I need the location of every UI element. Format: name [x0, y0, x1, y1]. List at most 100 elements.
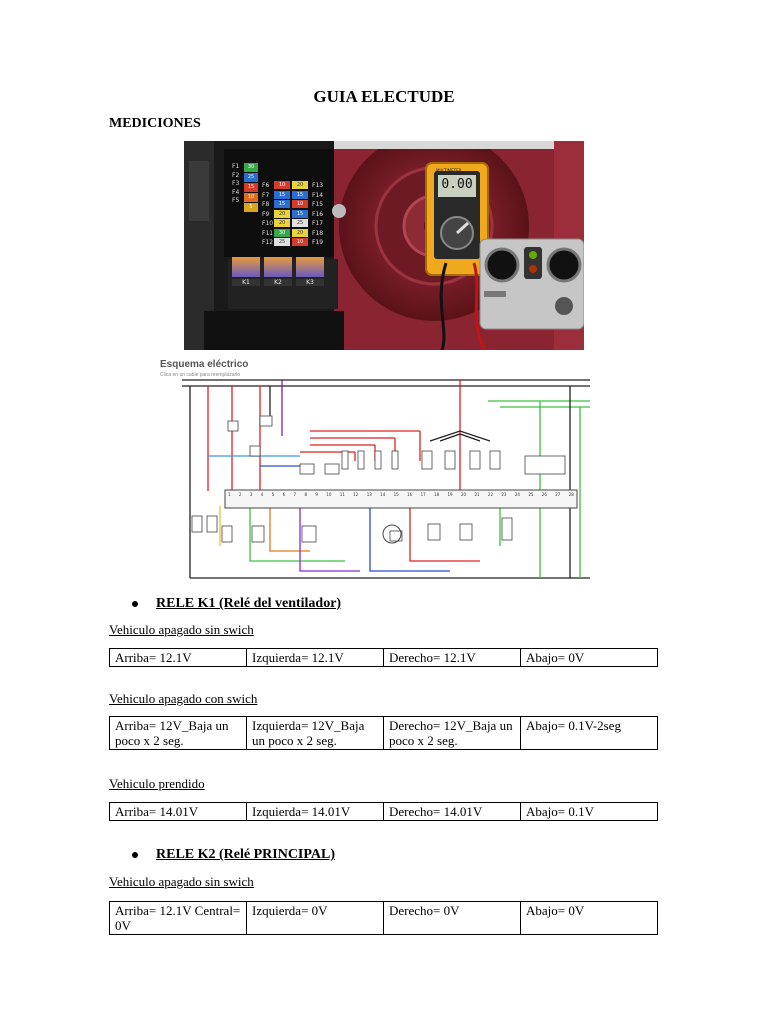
fuse[interactable]: 15: [274, 200, 290, 208]
fuse-label: F3: [232, 180, 240, 187]
section-heading: MEDICIONES: [109, 116, 201, 131]
condition-label: Vehiculo apagado sin swich: [109, 622, 254, 637]
document-title: GUIA ELECTUDE: [313, 87, 455, 106]
multimeter-brand: MULTIMETER: [436, 168, 462, 173]
fuse-label: F8: [262, 201, 270, 208]
relay-k3[interactable]: K3: [296, 257, 324, 291]
pin-number: 2: [238, 492, 242, 497]
fuse[interactable]: 30: [274, 228, 290, 237]
pin-number: 20: [460, 492, 467, 497]
fuse[interactable]: 15: [244, 183, 258, 192]
relay-label: K1: [232, 279, 260, 286]
fuse[interactable]: 10: [274, 181, 290, 189]
fuse[interactable]: 15: [274, 190, 290, 199]
pin-number: 21: [474, 492, 480, 497]
measurement-cell: Izquierda= 12.1V: [246, 648, 384, 667]
pin-number: 8: [304, 492, 307, 497]
measurement-cell: Arriba= 14.01V: [109, 802, 247, 821]
pin-number: 4: [260, 492, 264, 497]
condition-label: Vehiculo prendido: [109, 776, 205, 791]
fuse-label: F14: [312, 191, 324, 199]
relay-label: K3: [296, 279, 324, 286]
measurement-cell: Arriba= 12.1V Central= 0V: [109, 901, 247, 935]
fuse-label: F9: [262, 210, 270, 218]
pin-number: 18: [434, 492, 440, 497]
measurement-cell: Derecho= 14.01V: [383, 802, 521, 821]
pin-number: 12: [353, 492, 359, 497]
measurement-cell: Derecho= 12V_Baja un poco x 2 seg.: [383, 716, 521, 750]
pin-number: 22: [487, 492, 494, 497]
pin-number: 7: [293, 492, 297, 497]
fuse-label: F12: [262, 239, 274, 246]
measurement-table: Arriba= 12V_Baja un poco x 2 seg. Izquie…: [109, 716, 658, 750]
fuse-label: F18: [312, 229, 324, 237]
fuse[interactable]: 25: [274, 238, 290, 246]
pin-number: 19: [447, 492, 453, 497]
fuse[interactable]: 20: [292, 181, 308, 189]
pin-number: 16: [407, 492, 413, 497]
bullet-icon: [132, 852, 138, 858]
pin-number: 3: [249, 492, 253, 497]
fuse-label: F17: [312, 220, 324, 227]
fuse-label: F6: [262, 182, 270, 189]
bullet-icon: [132, 601, 138, 607]
relay-k1[interactable]: K1: [232, 257, 260, 291]
relay-k2[interactable]: K2: [264, 257, 292, 291]
relay-k2-heading: RELE K2 (Relé PRINCIPAL): [132, 847, 335, 863]
measurement-table: Arriba= 14.01V Izquierda= 14.01V Derecho…: [109, 802, 658, 821]
measurement-table: Arriba= 12.1V Izquierda= 12.1V Derecho= …: [109, 648, 658, 667]
measurement-cell: Derecho= 12.1V: [383, 648, 521, 667]
pin-number: 27: [555, 492, 561, 497]
pin-number: 14: [380, 492, 386, 497]
measurement-cell: Abajo= 0.1V: [520, 802, 658, 821]
fuse[interactable]: 10: [292, 200, 308, 208]
fuse-label: F19: [312, 239, 324, 246]
fuse-label: F10: [262, 220, 274, 227]
fuse[interactable]: 15: [292, 190, 308, 199]
pin-number: 28: [568, 492, 574, 497]
fuse-box-photo: F1 F2 F3 F4 F5 30 25 15 10 5 F6 F7 F8 F9…: [184, 141, 584, 350]
schematic-subtitle: Clica en un cable para reemplazarlo: [160, 372, 241, 378]
relay-heading-label: RELE K1 (Relé del ventilador): [156, 596, 342, 611]
pin-number: 26: [541, 492, 547, 497]
fuse[interactable]: 25: [292, 219, 308, 227]
pin-number: 10: [326, 492, 332, 497]
multimeter-display: 0.00: [441, 177, 473, 192]
connector-pin-row: 1 2 3 4 5 6 7 8 9 10 11 12 13 14 15 16 1…: [228, 492, 574, 497]
pin-number: 25: [528, 492, 534, 497]
table-row: Arriba= 12.1V Izquierda= 12.1V Derecho= …: [109, 648, 658, 667]
fuse-label: F7: [262, 191, 270, 199]
measurement-cell: Izquierda= 0V: [246, 901, 384, 935]
pin-number: 17: [420, 492, 426, 497]
measurement-cell: Izquierda= 14.01V: [246, 802, 384, 821]
relay-heading-label: RELE K2 (Relé PRINCIPAL): [156, 847, 336, 862]
measurement-cell: Arriba= 12.1V: [109, 648, 247, 667]
measurement-cell: Derecho= 0V: [383, 901, 521, 935]
measurement-table: Arriba= 12.1V Central= 0V Izquierda= 0V …: [109, 901, 658, 935]
fuse-label: F16: [312, 210, 324, 218]
fuse[interactable]: 10: [244, 193, 258, 202]
fuse[interactable]: 25: [244, 173, 258, 182]
electrical-schematic: Esquema eléctrico Clica en un cable para…: [160, 356, 600, 584]
fuse-label: F13: [312, 182, 324, 189]
fuse[interactable]: 5: [244, 203, 258, 212]
pin-number: 15: [393, 492, 399, 497]
measurement-cell: Abajo= 0V: [520, 901, 658, 935]
fuse[interactable]: 30: [244, 163, 258, 172]
table-row: Arriba= 14.01V Izquierda= 14.01V Derecho…: [109, 802, 658, 821]
measurement-cell: Abajo= 0V: [520, 648, 658, 667]
pin-number: 1: [228, 492, 231, 497]
pin-number: 13: [366, 492, 372, 497]
pin-number: 23: [501, 492, 507, 497]
pin-number: 24: [514, 492, 520, 497]
measurement-cell: Izquierda= 12V_Baja un poco x 2 seg.: [246, 716, 384, 750]
fuse[interactable]: 20: [292, 228, 308, 237]
relay-k1-heading: RELE K1 (Relé del ventilador): [132, 596, 341, 612]
fuse-label: F15: [312, 201, 324, 208]
fuse[interactable]: 10: [292, 238, 308, 246]
fuse[interactable]: 15: [292, 209, 308, 218]
relay-label: K2: [264, 279, 292, 286]
fuse[interactable]: 20: [274, 209, 290, 218]
pin-number: 6: [282, 492, 286, 497]
fuse[interactable]: 20: [274, 219, 290, 227]
